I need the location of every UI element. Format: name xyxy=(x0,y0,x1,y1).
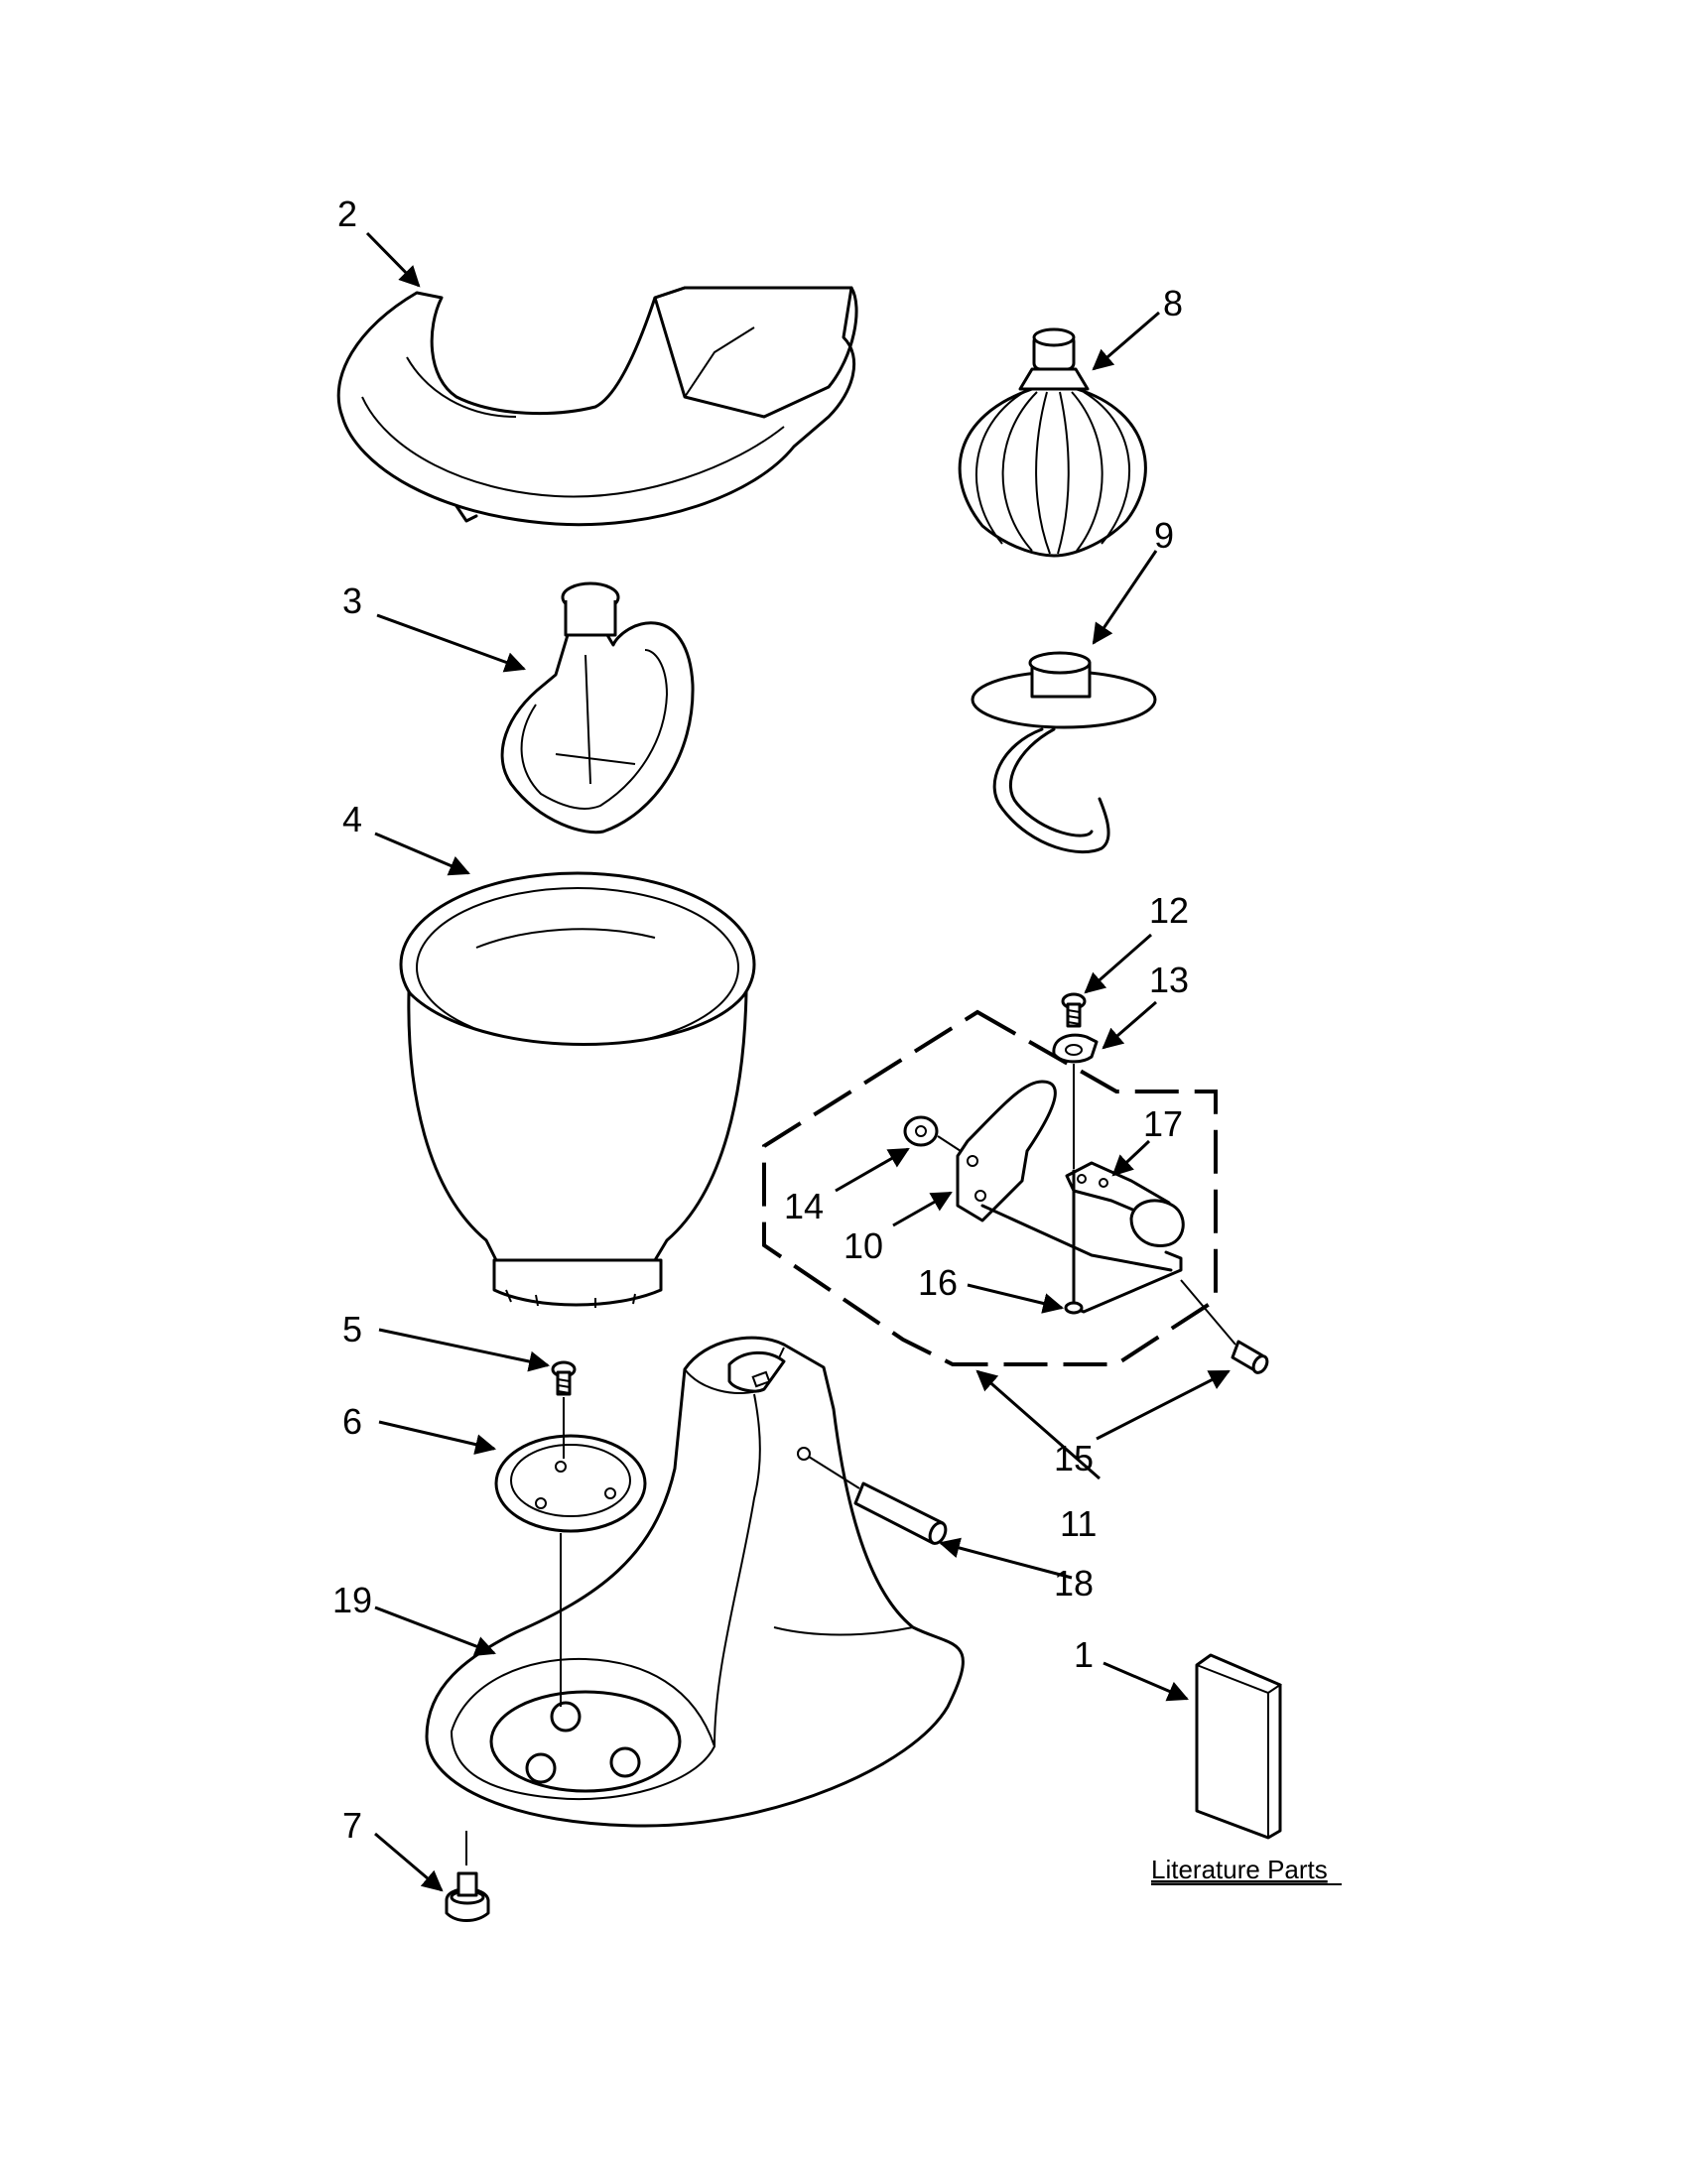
callout-4: 4 xyxy=(342,799,362,839)
callout-13: 13 xyxy=(1149,960,1189,1000)
part-8-wire-whip xyxy=(958,327,1147,558)
part-18-pin xyxy=(853,1481,948,1545)
part-15-pin xyxy=(1231,1340,1269,1374)
literature-parts-label: Literature Parts xyxy=(1151,1855,1328,1884)
part-13-washer xyxy=(1052,1033,1099,1064)
subassembly-11-dashed-box xyxy=(762,1009,1218,1366)
part-3-flat-beater xyxy=(500,581,695,835)
part-7-foot xyxy=(445,1831,490,1922)
part-12-screw xyxy=(1061,992,1087,1028)
callout-7: 7 xyxy=(342,1805,362,1846)
callout-12: 12 xyxy=(1149,890,1189,931)
callout-19: 19 xyxy=(332,1580,372,1620)
callout-8: 8 xyxy=(1163,283,1183,323)
part-14-washer xyxy=(903,1115,962,1152)
part-9-dough-hook xyxy=(971,651,1157,854)
callout-9: 9 xyxy=(1154,515,1174,556)
part-19-pedestal xyxy=(425,1336,965,1828)
part-10-bracket xyxy=(956,1080,1057,1222)
part-17-lock-lever xyxy=(1065,1161,1185,1247)
callout-14: 14 xyxy=(784,1186,824,1226)
callout-5: 5 xyxy=(342,1309,362,1349)
part-2-pouring-shield xyxy=(336,286,858,527)
callout-1: 1 xyxy=(1074,1634,1094,1675)
callout-10: 10 xyxy=(844,1225,883,1266)
callout-2: 2 xyxy=(337,193,357,234)
part-1-literature xyxy=(1195,1653,1283,1840)
callout-17: 17 xyxy=(1143,1103,1183,1144)
callout-6: 6 xyxy=(342,1401,362,1442)
callout-15: 15 xyxy=(1054,1438,1094,1478)
part-4-bowl xyxy=(399,871,756,1308)
leader-lines xyxy=(365,231,1231,1892)
part-5-screw xyxy=(551,1360,577,1396)
part-6-clamp-plate xyxy=(494,1434,647,1533)
callout-18: 18 xyxy=(1054,1563,1094,1604)
callout-labels: 2 8 3 9 4 12 13 17 14 10 16 5 6 15 11 18… xyxy=(332,193,1342,1885)
callout-11: 11 xyxy=(1060,1503,1097,1544)
part-16-rod xyxy=(980,1169,1183,1315)
callout-16: 16 xyxy=(918,1262,958,1303)
callout-3: 3 xyxy=(342,580,362,621)
